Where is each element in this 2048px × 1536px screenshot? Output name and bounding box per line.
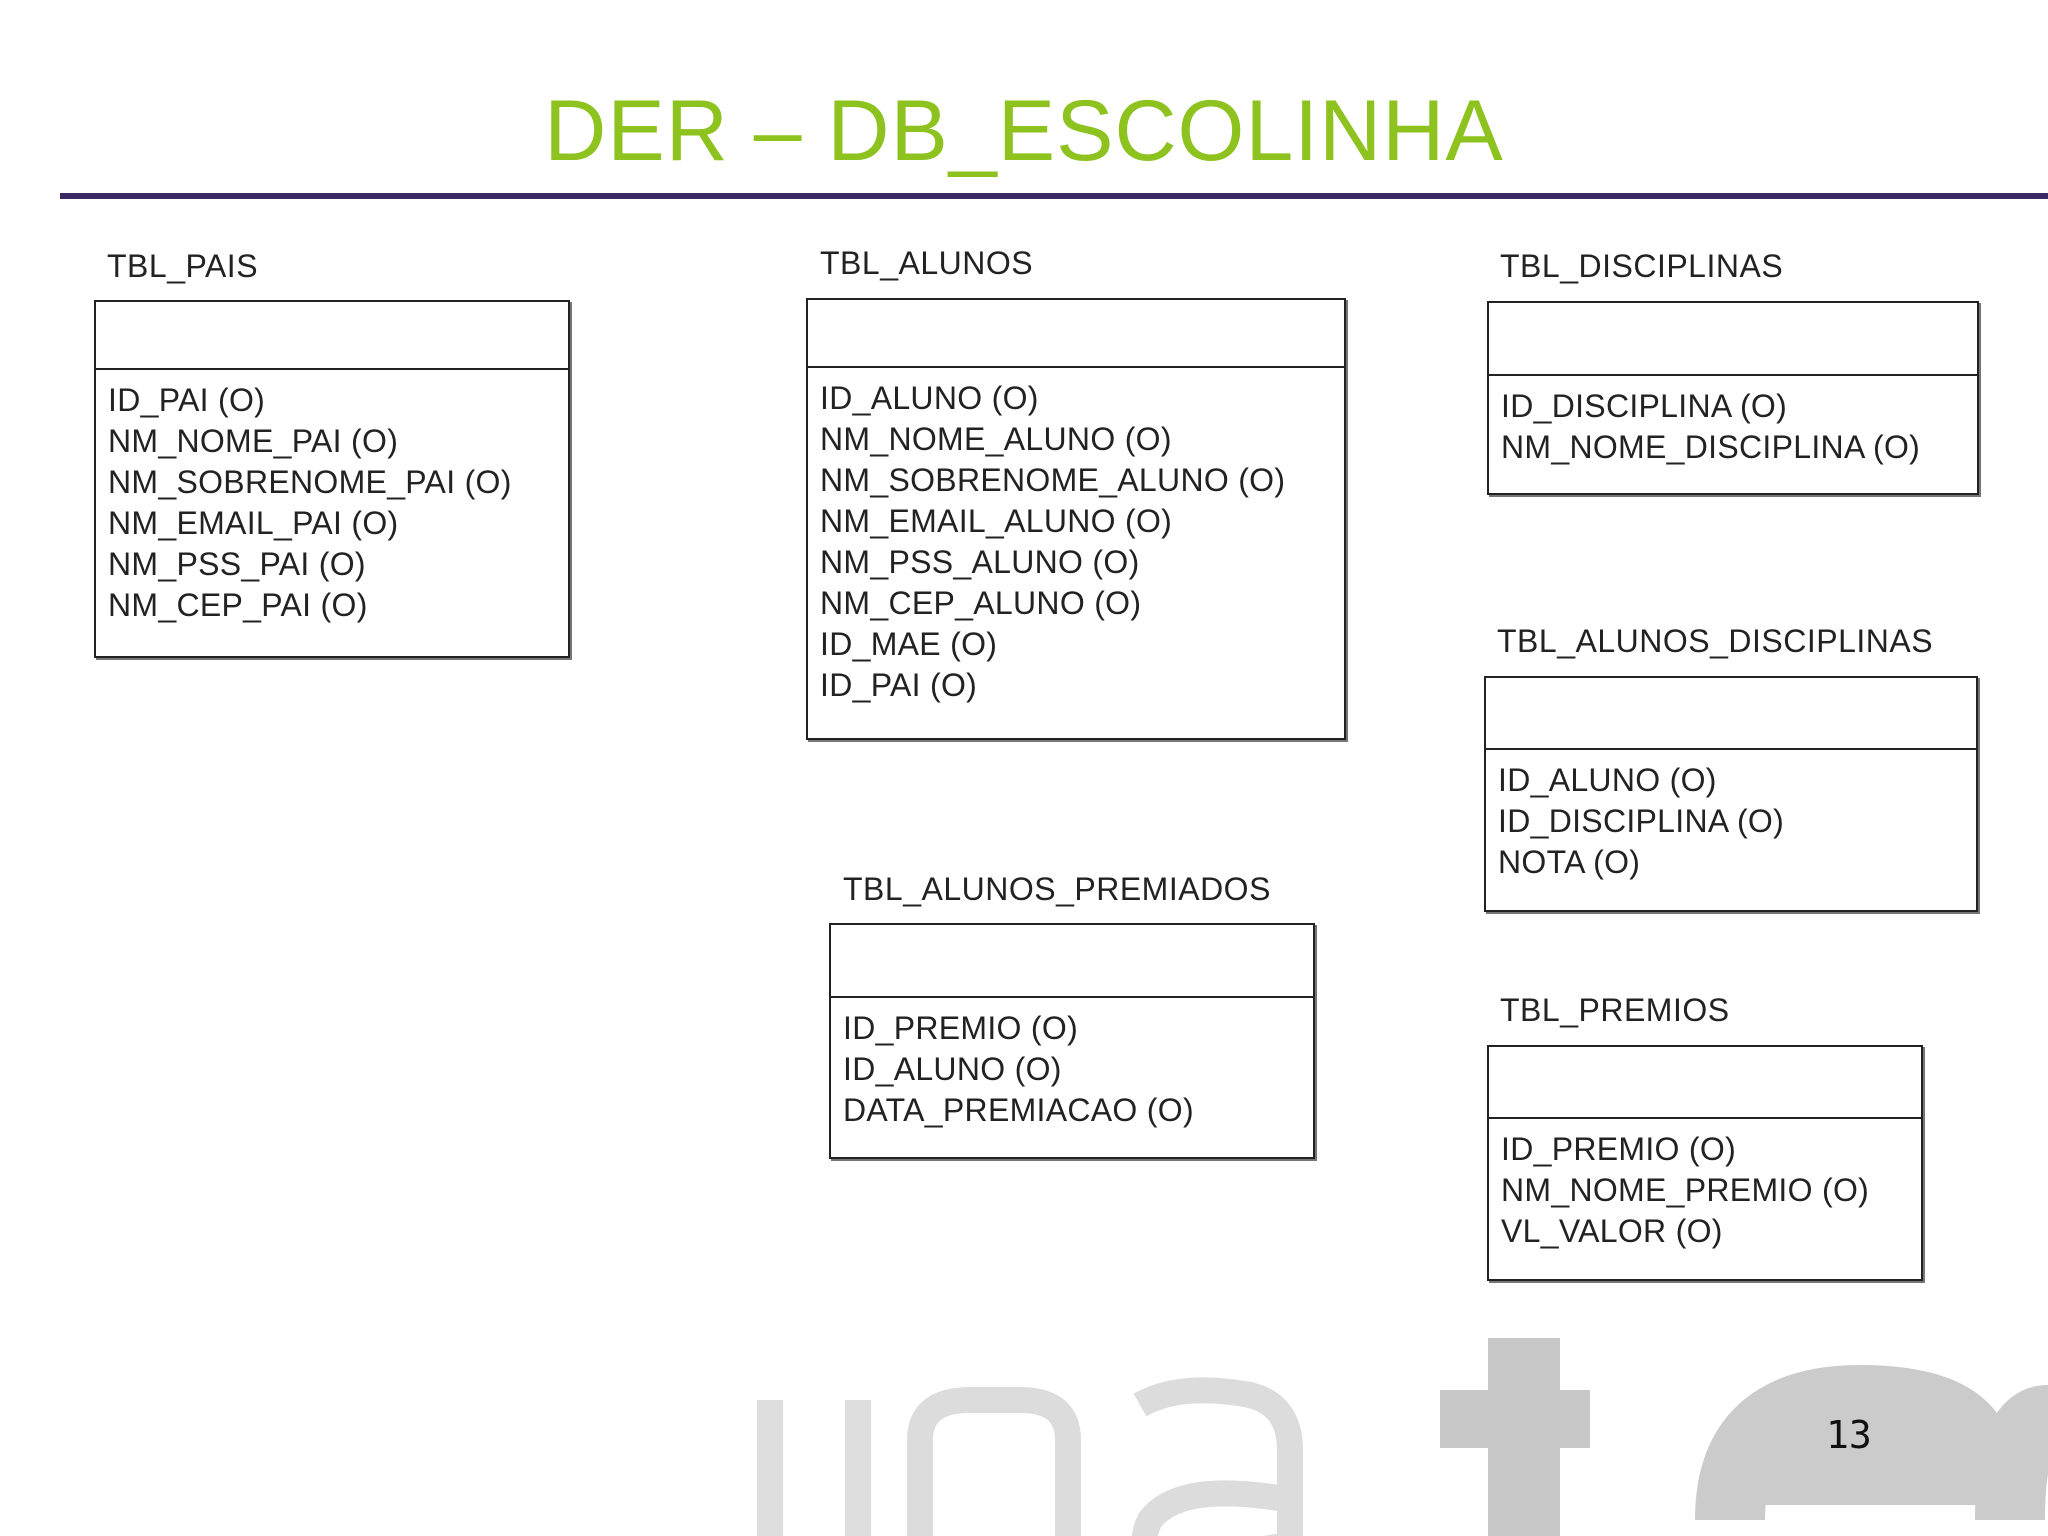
- field: NM_CEP_ALUNO (O): [820, 585, 1142, 621]
- entity-header: [831, 925, 1313, 998]
- field: NM_SOBRENOME_PAI (O): [108, 464, 512, 500]
- field: NM_NOME_PREMIO (O): [1501, 1172, 1870, 1208]
- entity-header: [1489, 1047, 1921, 1119]
- entity-name-alunos-premiados: TBL_ALUNOS_PREMIADOS: [843, 871, 1271, 907]
- entity-fields: ID_ALUNO (O) NM_NOME_ALUNO (O) NM_SOBREN…: [808, 368, 1344, 706]
- entity-header: [1486, 678, 1976, 750]
- field: DATA_PREMIACAO (O): [843, 1092, 1194, 1128]
- field: NM_NOME_PAI (O): [108, 423, 399, 459]
- field: NM_EMAIL_ALUNO (O): [820, 503, 1173, 539]
- field: ID_PREMIO (O): [843, 1010, 1079, 1046]
- entity-box-pais: ID_PAI (O) NM_NOME_PAI (O) NM_SOBRENOME_…: [94, 300, 570, 658]
- entity-name-disciplinas: TBL_DISCIPLINAS: [1500, 248, 1784, 284]
- field: ID_ALUNO (O): [820, 380, 1039, 416]
- field: ID_ALUNO (O): [1498, 762, 1717, 798]
- field: NM_PSS_ALUNO (O): [820, 544, 1140, 580]
- field: NM_SOBRENOME_ALUNO (O): [820, 462, 1286, 498]
- field: ID_ALUNO (O): [843, 1051, 1062, 1087]
- entity-box-disciplinas: ID_DISCIPLINA (O) NM_NOME_DISCIPLINA (O): [1487, 301, 1979, 495]
- entity-header: [1489, 303, 1977, 376]
- entity-name-alunos: TBL_ALUNOS: [820, 245, 1034, 281]
- field: NM_NOME_ALUNO (O): [820, 421, 1172, 457]
- field: NM_PSS_PAI (O): [108, 546, 366, 582]
- entity-header: [808, 300, 1344, 368]
- entity-fields: ID_PREMIO (O) ID_ALUNO (O) DATA_PREMIACA…: [831, 998, 1313, 1131]
- field: ID_PAI (O): [108, 382, 266, 418]
- entity-fields: ID_PAI (O) NM_NOME_PAI (O) NM_SOBRENOME_…: [96, 370, 568, 626]
- title-divider: [60, 193, 2048, 199]
- entity-name-pais: TBL_PAIS: [107, 248, 259, 284]
- field: NM_NOME_DISCIPLINA (O): [1501, 429, 1921, 465]
- entity-fields: ID_PREMIO (O) NM_NOME_PREMIO (O) VL_VALO…: [1489, 1119, 1921, 1252]
- field: NM_CEP_PAI (O): [108, 587, 368, 623]
- entity-box-alunos-disciplinas: ID_ALUNO (O) ID_DISCIPLINA (O) NOTA (O): [1484, 676, 1978, 912]
- entity-box-alunos-premiados: ID_PREMIO (O) ID_ALUNO (O) DATA_PREMIACA…: [829, 923, 1315, 1159]
- field: ID_DISCIPLINA (O): [1498, 803, 1785, 839]
- field: ID_PAI (O): [820, 667, 978, 703]
- entity-fields: ID_ALUNO (O) ID_DISCIPLINA (O) NOTA (O): [1486, 750, 1976, 883]
- page-number: 13: [1826, 1413, 1872, 1457]
- field: NM_EMAIL_PAI (O): [108, 505, 399, 541]
- entity-box-premios: ID_PREMIO (O) NM_NOME_PREMIO (O) VL_VALO…: [1487, 1045, 1923, 1281]
- field: VL_VALOR (O): [1501, 1213, 1723, 1249]
- field: ID_MAE (O): [820, 626, 998, 662]
- field: ID_DISCIPLINA (O): [1501, 388, 1788, 424]
- entity-header: [96, 302, 568, 370]
- slide-title: DER – DB_ESCOLINHA: [544, 83, 1504, 179]
- field: NOTA (O): [1498, 844, 1641, 880]
- entity-name-alunos-disciplinas: TBL_ALUNOS_DISCIPLINAS: [1497, 623, 1934, 659]
- entity-box-alunos: ID_ALUNO (O) NM_NOME_ALUNO (O) NM_SOBREN…: [806, 298, 1346, 740]
- field: ID_PREMIO (O): [1501, 1131, 1737, 1167]
- entity-name-premios: TBL_PREMIOS: [1500, 992, 1730, 1028]
- entity-fields: ID_DISCIPLINA (O) NM_NOME_DISCIPLINA (O): [1489, 376, 1977, 468]
